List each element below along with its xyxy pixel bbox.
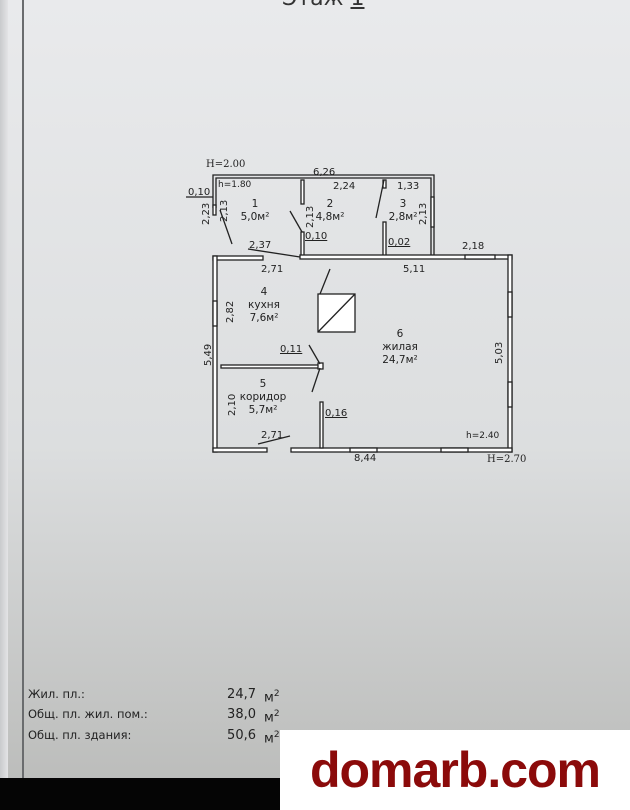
- annex-partition-wall: [300, 179, 305, 205]
- summary-unit: м2: [264, 709, 280, 726]
- summary-value: 50,6: [227, 727, 256, 743]
- room-area: 5,0м²: [240, 211, 270, 223]
- dim-2-71a: 2,71: [261, 264, 284, 275]
- dim-5-11: 5,11: [403, 264, 426, 275]
- summary-label: Общ. пл. жил. пом.:: [28, 707, 148, 722]
- room-area: 4,8м²: [315, 211, 345, 223]
- dim-5-03: 5,03: [494, 341, 505, 364]
- room-number: 6: [396, 328, 404, 340]
- room-name: кухня: [248, 299, 280, 311]
- summary-unit: м2: [264, 729, 280, 746]
- dim-2-10: 2,10: [227, 393, 238, 416]
- main-bottom-wall: [290, 447, 513, 453]
- summary-row-living: Жил. пл.: 24,7 м2: [28, 686, 280, 706]
- summary-unit: м2: [264, 689, 280, 706]
- dim-2-18: 2,18: [462, 241, 485, 252]
- floor-title: Этаж 1: [282, 0, 364, 11]
- main-height-h: h=2.40: [466, 431, 500, 441]
- dim-5-49: 5,49: [203, 343, 214, 366]
- dim-2-13a: 2,13: [219, 199, 230, 222]
- dim-0-10b: 0,10: [305, 231, 328, 242]
- area-summary: Жил. пл.: 24,7 м2 Общ. пл. жил. пом.: 38,0 м…: [28, 686, 280, 747]
- annex-height-H: H=2.00: [206, 159, 246, 170]
- dim-0-02: 0,02: [388, 237, 411, 248]
- room-name: коридор: [239, 391, 287, 403]
- room-name: жилая: [382, 341, 418, 353]
- room-area: 2,8м²: [388, 211, 418, 223]
- main-right-wall: [507, 254, 513, 453]
- dim-0-11: 0,11: [280, 344, 303, 355]
- title-prefix: Этаж: [282, 0, 343, 11]
- main-height-H: H=2.70: [487, 454, 527, 465]
- summary-label: Жил. пл.:: [28, 687, 85, 701]
- dim-6-26: 6,26: [313, 167, 336, 178]
- dim-2-23: 2,23: [201, 202, 212, 225]
- summary-row-residential: Общ. пл. жил. пом.: 38,0 м2: [28, 706, 280, 726]
- room-number: 4: [260, 286, 268, 298]
- summary-value: 38,0: [227, 707, 256, 723]
- walls: [186, 174, 513, 453]
- interior-wall: [220, 364, 320, 369]
- room-area: 7,6м²: [249, 312, 279, 324]
- room-number: 2: [326, 198, 334, 210]
- dim-8-44: 8,44: [354, 453, 377, 464]
- binding-line: [22, 0, 24, 780]
- title-number: 1: [350, 0, 364, 11]
- room-area: 5,7м²: [248, 404, 278, 416]
- dim-0-10a: 0,10: [188, 187, 211, 198]
- dim-2-13b: 2,13: [305, 205, 316, 228]
- dim-2-37: 2,37: [249, 240, 272, 251]
- room-number: 5: [259, 378, 267, 390]
- room-area: 24,7м²: [382, 354, 418, 366]
- summary-label: Общ. пл. здания:: [28, 727, 132, 742]
- dim-2-71b: 2,71: [261, 430, 284, 441]
- room-number: 3: [399, 198, 407, 210]
- watermark-logo: domarb.com: [280, 730, 630, 810]
- annex-height-h: h=1.80: [218, 180, 252, 190]
- dim-2-82: 2,82: [225, 300, 236, 323]
- dim-0-16: 0,16: [325, 408, 348, 419]
- summary-row-building: Общ. пл. здания: 50,6 м2: [28, 727, 280, 747]
- dim-2-13c: 2,13: [418, 202, 429, 225]
- dim-2-24: 2,24: [333, 181, 356, 192]
- room-number: 1: [251, 198, 259, 210]
- page-edge: [0, 0, 8, 780]
- summary-value: 24,7: [227, 687, 256, 702]
- dim-1-33: 1,33: [397, 181, 420, 192]
- window: [464, 254, 496, 260]
- door: [219, 209, 233, 245]
